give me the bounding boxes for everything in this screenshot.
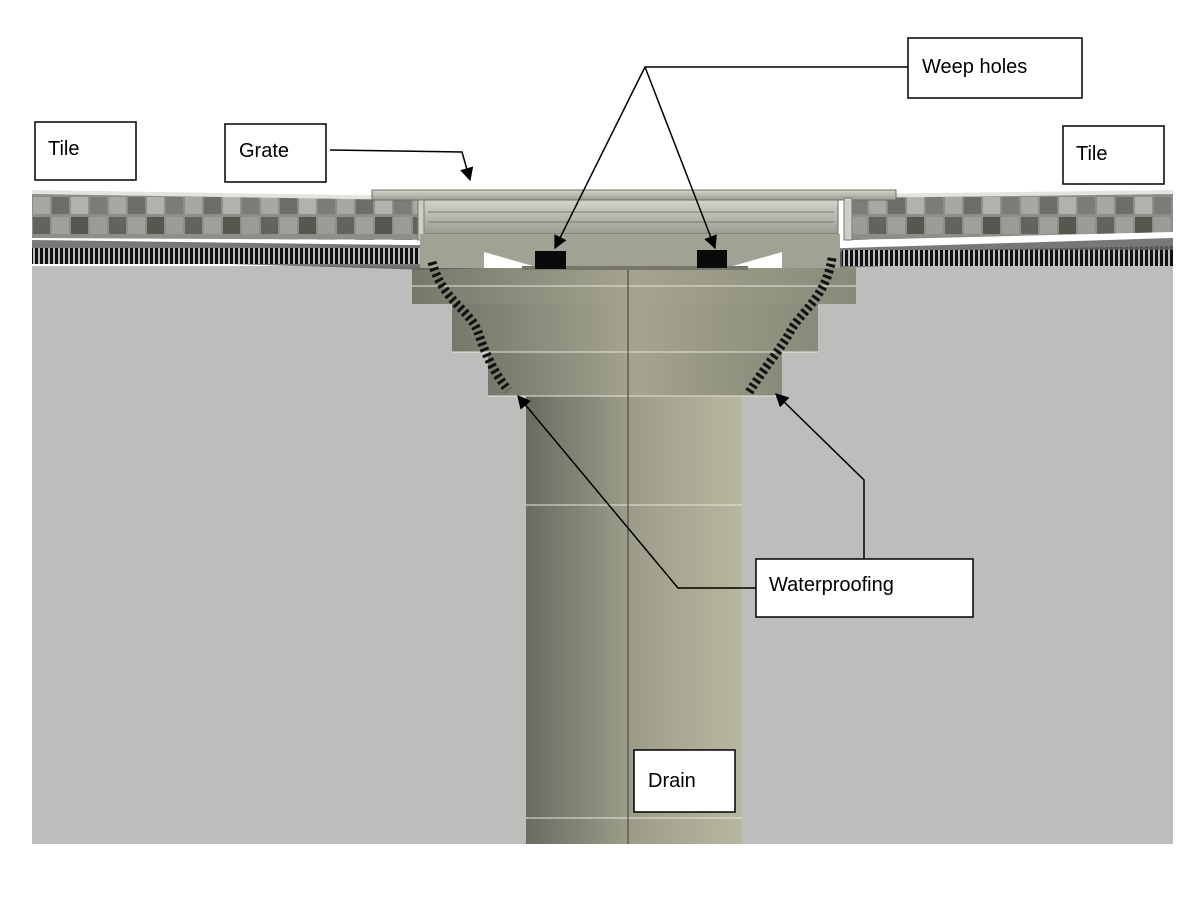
callout-grate: Grate [224, 123, 327, 183]
callout-tile-left: Tile [34, 121, 137, 181]
leader-weep-right [644, 66, 717, 250]
leader-waterproofing-right [775, 393, 865, 558]
callout-tile-right: Tile [1062, 125, 1165, 185]
callout-grate-text: Grate [239, 140, 289, 162]
callout-tile-left-text: Tile [48, 138, 79, 160]
callout-weep-holes: Weep holes [907, 37, 1083, 99]
callout-waterproofing: Waterproofing [755, 558, 974, 618]
callout-waterproofing-text: Waterproofing [769, 574, 894, 596]
callout-drain-text: Drain [648, 770, 696, 792]
waterproofing-curve-left [427, 260, 512, 393]
weep-hole-left [535, 251, 566, 269]
tile-left-layer [32, 190, 418, 240]
leader-waterproofing-left [517, 394, 756, 589]
grate [371, 189, 897, 241]
waterproofing-curve-right [744, 257, 837, 397]
tile-right-layer [852, 190, 1173, 240]
callout-tile-right-text: Tile [1076, 143, 1107, 165]
grate-frame [420, 234, 840, 270]
drain-body-flange [412, 268, 856, 844]
leader-grate [329, 149, 474, 182]
weep-hole-right [697, 250, 727, 268]
callout-weep-holes-text: Weep holes [922, 56, 1027, 78]
callout-drain: Drain [633, 749, 736, 813]
